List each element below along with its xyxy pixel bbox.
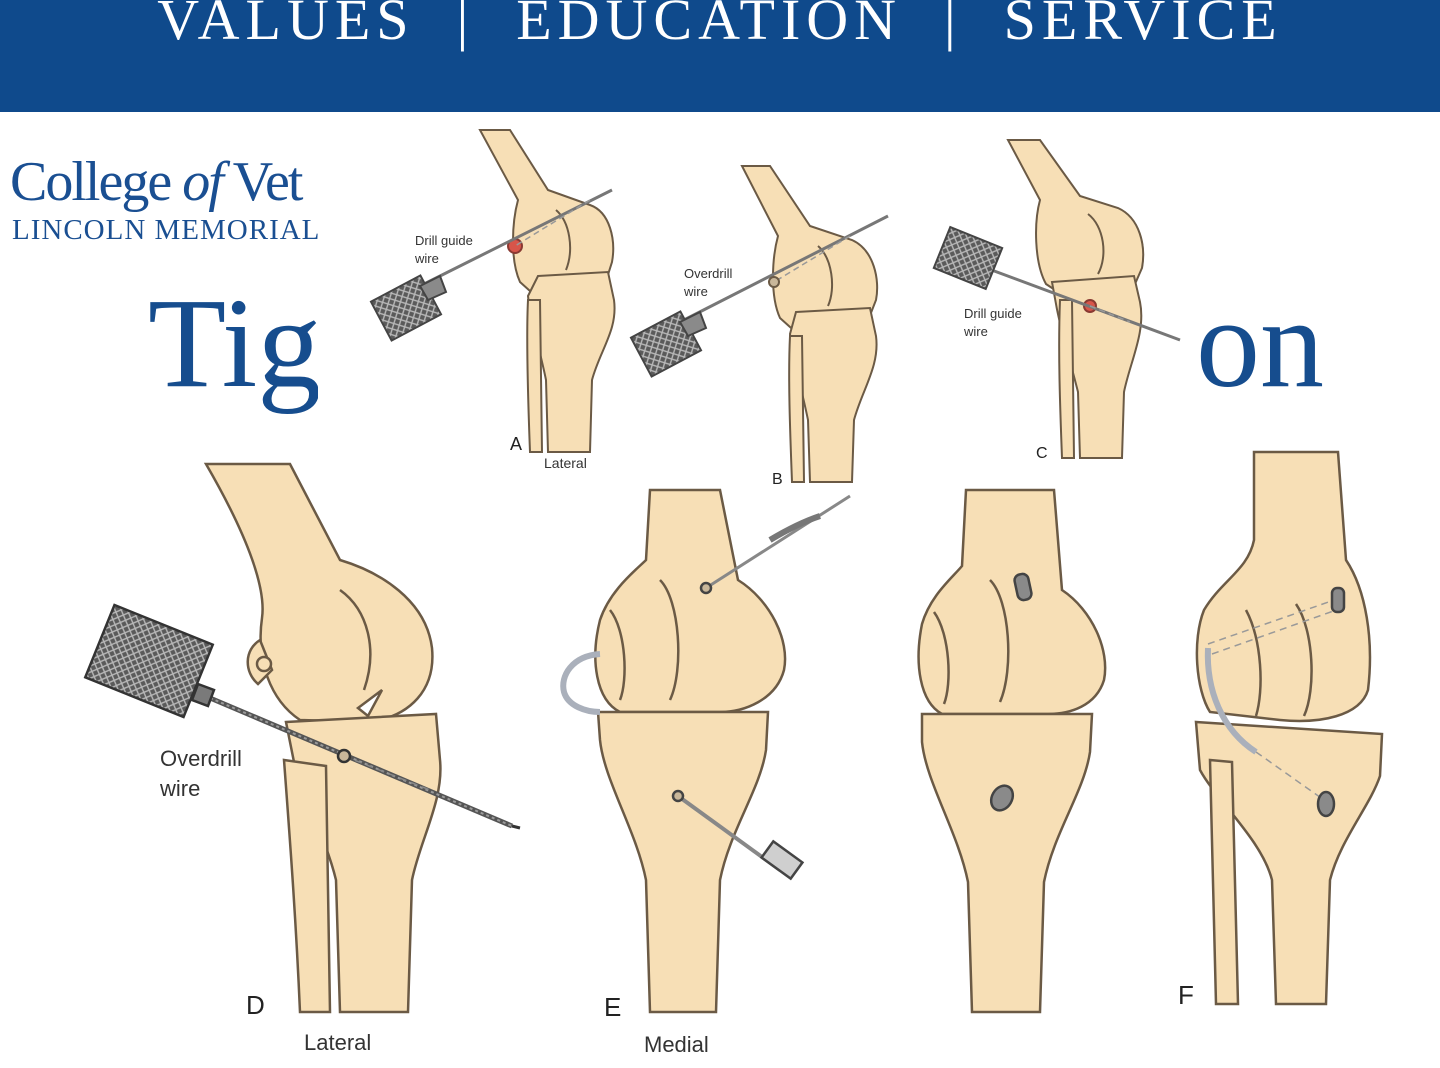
panel-d [83,462,521,1014]
motto: VALUES | EDUCATION | SERVICE [0,0,1440,53]
panel-f [1194,450,1384,1006]
panel-letter-f: F [1178,980,1194,1010]
callout-c-line1: Drill guide [964,306,1022,321]
view-label-d: Lateral [304,1030,371,1055]
panel-c [932,139,1181,459]
panel-letter-a: A [510,434,522,454]
panel-letter-d: D [246,990,265,1020]
callout-a-line1: Drill guide [415,233,473,248]
logo-word-college: College [10,151,183,213]
panel-letter-c: C [1036,445,1048,462]
panel-e-tunnels [917,488,1107,1014]
callout-b-line2: wire [683,284,708,299]
panel-a [369,129,616,453]
motto-education: EDUCATION [516,0,903,52]
slide-title-right: on [1196,272,1324,414]
motto-separator: | [456,0,475,52]
panel-b [629,165,889,483]
slide-title-left: Tig [148,272,322,414]
motto-values: VALUES [157,0,415,52]
callout-a-line2: wire [414,251,439,266]
panel-e [560,488,851,1014]
panel-letter-b: B [772,471,783,488]
motto-separator: | [944,0,962,52]
view-label-e: Medial [644,1032,709,1057]
motto-service: SERVICE [1003,0,1283,52]
callout-d-line1: Overdrill [160,746,242,771]
callout-d-line2: wire [159,776,200,801]
panel-letter-e: E [604,992,621,1022]
callout-b-line1: Overdrill [684,266,733,281]
logo-word-vet: Vet [221,151,304,213]
college-logo-text: College of Vet [10,150,320,214]
header-banner: VALUES | EDUCATION | SERVICE [0,0,1440,112]
view-label-a: Lateral [544,455,587,471]
logo-word-of: of [182,151,224,213]
callout-c-line2: wire [963,324,988,339]
university-logo-text: LINCOLN MEMORIAL [12,214,320,246]
